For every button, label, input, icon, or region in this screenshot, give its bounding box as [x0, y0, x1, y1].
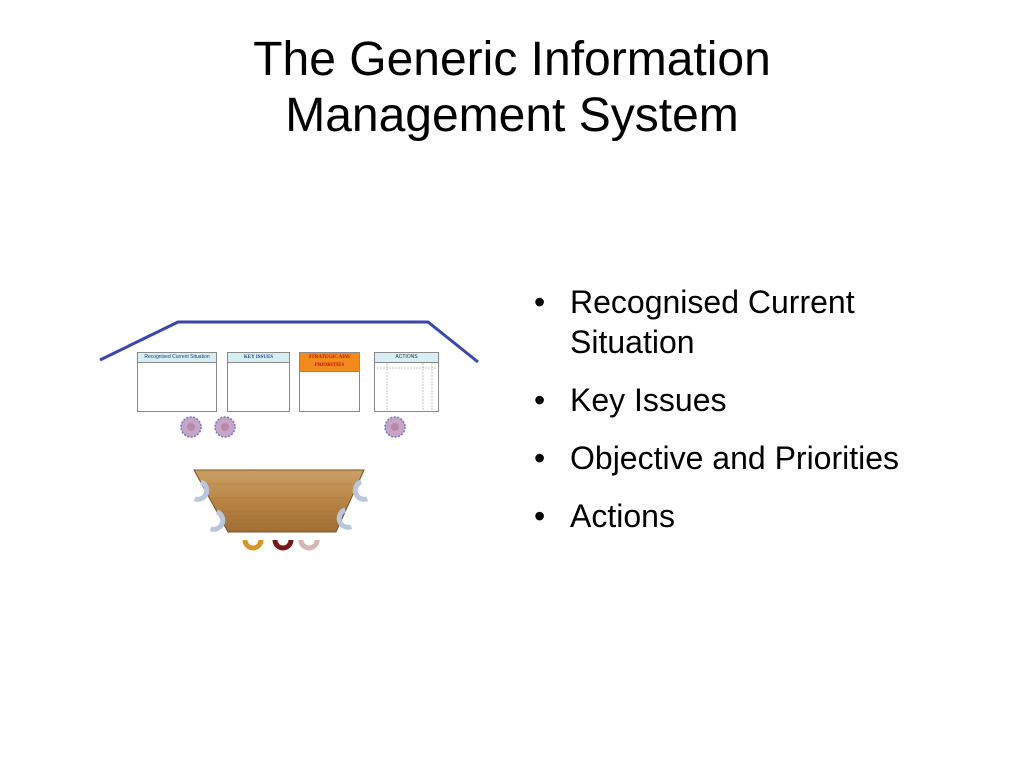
presenter-icon	[384, 416, 406, 438]
meeting-table	[193, 469, 365, 533]
board-priorities: STRATEGIC AIM/ PRIORITIES	[299, 352, 360, 412]
chair-icon	[336, 507, 353, 530]
slide-title: The Generic Information Management Syste…	[112, 32, 912, 144]
presenter-icon	[180, 416, 202, 438]
chair-icon	[272, 539, 294, 551]
title-line-2: Management System	[285, 89, 739, 142]
chair-icon	[352, 479, 369, 502]
board-label: STRATEGIC AIM/ PRIORITIES	[300, 353, 359, 372]
board-key-issues: KEY ISSUES	[227, 352, 290, 412]
board-actions: ACTIONS	[374, 352, 439, 412]
bullet-item: Recognised Current Situation	[530, 282, 970, 362]
chair-icon	[298, 539, 320, 551]
presenter-icon	[214, 416, 236, 438]
board-label: Recognised Current Situation	[138, 353, 216, 363]
board-label: KEY ISSUES	[228, 353, 289, 363]
board-recognised-situation: Recognised Current Situation	[137, 352, 217, 412]
bullet-item: Actions	[530, 496, 970, 536]
board-label: ACTIONS	[375, 353, 438, 363]
bullet-item: Objective and Priorities	[530, 438, 970, 478]
roof-line	[99, 320, 479, 364]
meeting-room-diagram: Recognised Current Situation KEY ISSUES …	[98, 318, 482, 558]
actions-grid	[377, 363, 437, 411]
bullet-item: Key Issues	[530, 380, 970, 420]
chair-icon	[242, 539, 264, 551]
diagram-graphics	[99, 320, 479, 551]
chair-icon	[193, 479, 210, 502]
chair-icon	[209, 509, 226, 532]
bullet-list: Recognised Current Situation Key Issues …	[530, 282, 970, 554]
title-line-1: The Generic Information	[253, 33, 771, 86]
table-grain	[204, 483, 354, 525]
